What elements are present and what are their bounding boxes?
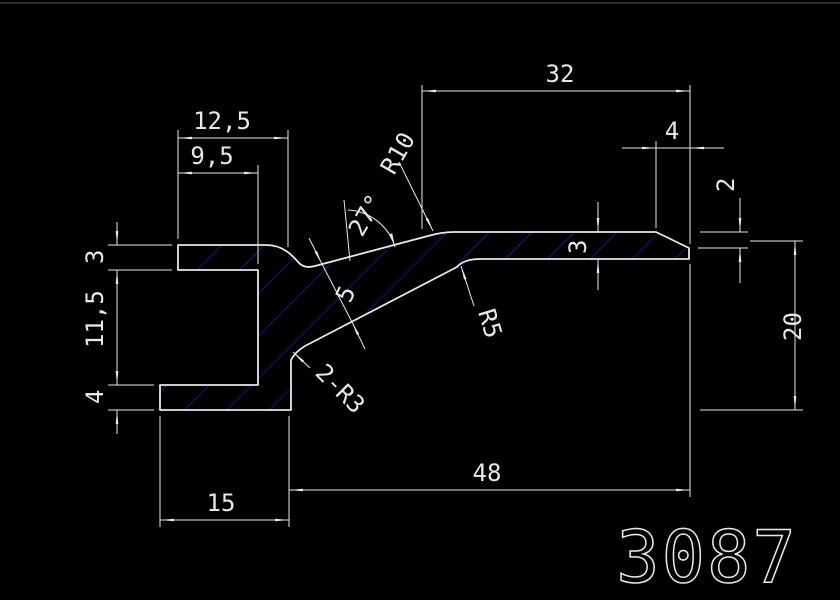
dim-label-arm-bottom-length: 48 [473, 459, 502, 487]
leader-line [460, 265, 475, 307]
dim-radius-inner: R5 [460, 265, 507, 342]
dim-label-cavity-height: 11,5 [81, 290, 109, 348]
dim-left-stack: 3 11,5 4 [81, 222, 172, 434]
dim-label-notch-width: 9,5 [190, 142, 233, 170]
angle-arc [347, 209, 396, 248]
part-number: 3087 [616, 515, 797, 599]
dim-label-arm-thickness: 3 [564, 240, 592, 254]
dim-label-bottom-flange-width: 15 [207, 489, 236, 517]
dim-arm-bottom-length: 48 [289, 264, 691, 497]
dim-label-bottom-flange-thickness: 4 [81, 390, 109, 404]
dim-label-right-height: 20 [779, 312, 807, 341]
dim-radius-top: R10 [375, 127, 434, 232]
dim-arm-thickness: 3 [564, 202, 600, 290]
dim-label-radius-top: R10 [375, 127, 421, 179]
dim-label-radius-inner: R5 [472, 306, 507, 342]
dim-label-chamfer-width: 4 [665, 117, 679, 145]
part-profile [159, 231, 690, 411]
dim-chamfer-height: 2 [698, 178, 748, 283]
dim-bottom-flange-width: 15 [159, 416, 290, 527]
dimension-arrow-line [351, 321, 366, 350]
dim-notch-width: 9,5 [178, 142, 259, 264]
leader-line [398, 161, 434, 232]
dimensions: 12,5 9,5 32 4 2 [81, 60, 807, 527]
dim-label-flange-width: 12,5 [193, 107, 251, 135]
angle-reference-line [343, 199, 351, 262]
dim-label-arm-top-length: 32 [546, 60, 575, 88]
dim-right-height: 20 [700, 240, 807, 411]
dimension-line [321, 263, 353, 323]
dim-arm-top-length: 32 [421, 60, 691, 244]
dim-label-radius-corner: 2-R3 [310, 358, 371, 419]
dim-label-flange-thickness: 3 [81, 250, 109, 264]
dim-chamfer-width: 4 [622, 117, 724, 228]
dim-label-angle: 27° [343, 189, 389, 241]
leader-line [292, 351, 311, 369]
dim-radius-corner: 2-R3 [292, 351, 371, 419]
dim-label-chamfer-height: 2 [712, 178, 740, 192]
dimension-arrow-line [308, 237, 323, 265]
dim-flange-width: 12,5 [177, 107, 289, 247]
